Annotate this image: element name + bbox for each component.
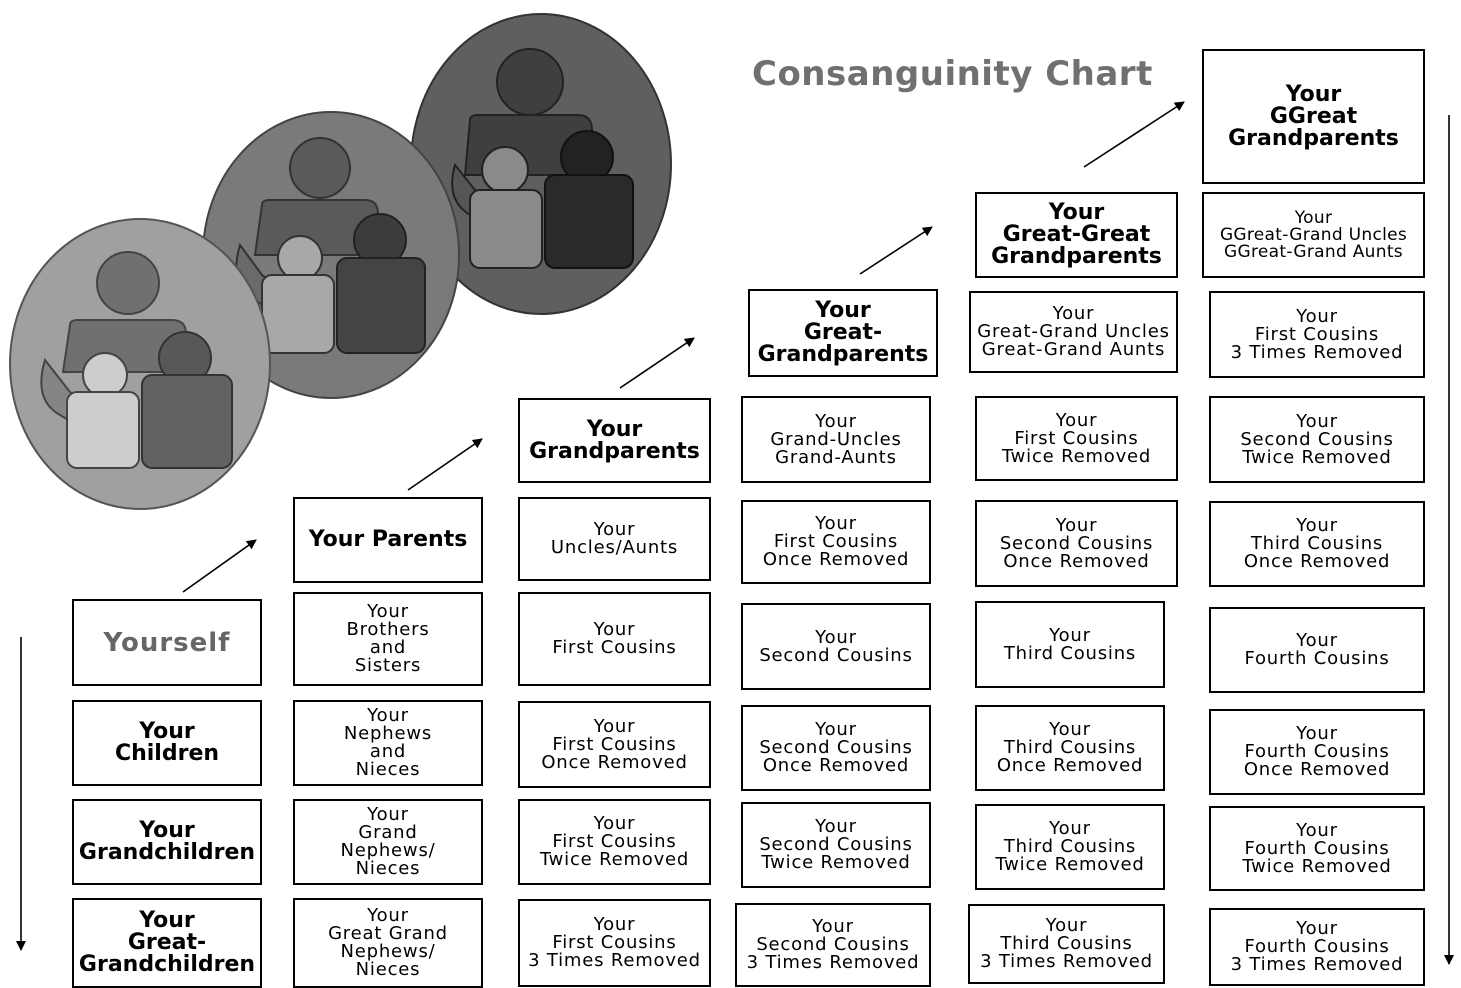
box-great-grand-nephews-nieces: Your Great Grand Nephews/ Nieces: [293, 898, 483, 988]
box-label: Your Children: [114, 719, 220, 766]
box-your-grandchildren: Your Grandchildren: [72, 799, 262, 885]
box-label: Your GGreat Grandparents: [1228, 81, 1399, 151]
box-first-cousins-3-times-removed: Your First Cousins 3 Times Removed: [518, 899, 711, 987]
box-brothers-sisters: Your Brothers and Sisters: [293, 592, 483, 686]
box-second-cousins-twice-removed-2: Your Second Cousins Twice Removed: [1209, 396, 1425, 483]
box-label: Your First Cousins Once Removed: [541, 715, 688, 773]
box-label: Your Grandchildren: [78, 818, 256, 865]
box-label: Yourself: [103, 627, 231, 658]
box-grand-uncles-aunts: Your Grand-Uncles Grand-Aunts: [741, 396, 931, 483]
box-ggreat-grand-uncles-aunts: Your GGreat-Grand Uncles GGreat-Grand Au…: [1202, 192, 1425, 278]
box-third-cousins-once-removed-2: Your Third Cousins Once Removed: [1209, 501, 1425, 587]
box-label: Your GGreat-Grand Uncles GGreat-Grand Au…: [1219, 207, 1408, 262]
arrow-to-great-grandparents: [619, 337, 695, 389]
box-fourth-cousins-3-times-removed: Your Fourth Cousins 3 Times Removed: [1209, 908, 1425, 986]
box-fourth-cousins-twice-removed: Your Fourth Cousins Twice Removed: [1209, 806, 1425, 891]
box-label: Your Third Cousins 3 Times Removed: [980, 915, 1153, 972]
box-label: Your First Cousins 3 Times Removed: [528, 914, 701, 971]
box-label: Your Fourth Cousins Once Removed: [1243, 723, 1391, 780]
box-your-great-grandparents: Your Great- Grandparents: [748, 289, 938, 377]
box-second-cousins-once-removed: Your Second Cousins Once Removed: [741, 705, 931, 791]
box-second-cousins-3-times-removed: Your Second Cousins 3 Times Removed: [735, 903, 931, 987]
family-icon-generation-3: [410, 13, 672, 315]
box-fourth-cousins: Your Fourth Cousins: [1209, 607, 1425, 693]
box-label: Your Second Cousins Once Removed: [999, 514, 1154, 572]
box-first-cousins-3-times-removed-2: Your First Cousins 3 Times Removed: [1209, 291, 1425, 378]
box-label: Your Nephews and Nieces: [343, 705, 433, 780]
box-label: Your First Cousins 3 Times Removed: [1230, 305, 1404, 363]
box-your-children: Your Children: [72, 700, 262, 786]
box-third-cousins-3-times-removed: Your Third Cousins 3 Times Removed: [968, 904, 1165, 984]
box-first-cousins-twice-removed: Your First Cousins Twice Removed: [518, 799, 711, 885]
box-label: Your Third Cousins: [1003, 624, 1137, 664]
box-uncles-aunts: Your Uncles/Aunts: [518, 497, 711, 581]
box-label: Your Fourth Cousins: [1244, 630, 1390, 669]
box-label: Your First Cousins Twice Removed: [539, 813, 690, 870]
box-label: Your Second Cousins 3 Times Removed: [746, 916, 920, 973]
arrow-to-ggreat-grandparents: [1083, 101, 1185, 168]
box-yourself: Yourself: [72, 599, 262, 686]
box-nephews-nieces: Your Nephews and Nieces: [293, 700, 483, 786]
box-label: Your Grandparents: [529, 416, 700, 464]
box-first-cousins-once-removed: Your First Cousins Once Removed: [518, 701, 711, 788]
box-great-grand-uncles-aunts: Your Great-Grand Uncles Great-Grand Aunt…: [969, 291, 1178, 373]
box-second-cousins: Your Second Cousins: [741, 603, 931, 690]
box-your-grandparents: Your Grandparents: [518, 398, 711, 483]
box-label: Your First Cousins: [552, 619, 677, 658]
arrow-to-great-great-grandparents: [859, 226, 933, 275]
box-label: Your Great Grand Nephews/ Nieces: [328, 905, 448, 980]
box-label: Your Parents: [308, 527, 468, 552]
box-grand-nephews-nieces: Your Grand Nephews/ Nieces: [293, 799, 483, 885]
box-label: Your Great- Grandparents: [757, 298, 929, 367]
box-third-cousins-twice-removed: Your Third Cousins Twice Removed: [975, 804, 1165, 890]
box-first-cousins-once-removed-2: Your First Cousins Once Removed: [741, 500, 931, 584]
box-label: Your Great- Grandchildren: [78, 908, 256, 977]
family-icon-generation-1: [9, 218, 271, 510]
box-label: Your Brothers and Sisters: [346, 601, 430, 676]
box-label: Your Second Cousins Twice Removed: [759, 816, 913, 873]
box-label: Your Second Cousins Once Removed: [759, 719, 913, 776]
family-icon-generation-2: [202, 111, 460, 399]
box-label: Your Third Cousins Once Removed: [996, 719, 1144, 776]
box-second-cousins-once-removed-2: Your Second Cousins Once Removed: [975, 500, 1178, 587]
box-label: Your Second Cousins: [759, 626, 913, 666]
page-title: Consanguinity Chart: [752, 54, 1153, 94]
arrow-to-grandparents: [407, 438, 483, 491]
box-your-great-grandchildren: Your Great- Grandchildren: [72, 898, 262, 988]
box-third-cousins-once-removed: Your Third Cousins Once Removed: [975, 705, 1165, 791]
box-second-cousins-twice-removed: Your Second Cousins Twice Removed: [741, 802, 931, 888]
box-your-parents: Your Parents: [293, 497, 483, 583]
box-label: Your Second Cousins Twice Removed: [1240, 410, 1394, 468]
box-label: Your First Cousins Twice Removed: [1001, 409, 1152, 467]
box-first-cousins-twice-removed-2: Your First Cousins Twice Removed: [975, 396, 1178, 481]
arrow-to-parents: [182, 539, 257, 593]
box-label: Your Great-Great Grandparents: [991, 200, 1162, 269]
box-label: Your Fourth Cousins 3 Times Removed: [1230, 918, 1404, 975]
box-label: Your Great-Grand Uncles Great-Grand Aunt…: [977, 303, 1170, 360]
box-your-ggreat-grandparents: Your GGreat Grandparents: [1202, 49, 1425, 184]
box-label: Your Grand Nephews/ Nieces: [340, 804, 436, 879]
box-fourth-cousins-once-removed: Your Fourth Cousins Once Removed: [1209, 709, 1425, 795]
box-label: Your First Cousins Once Removed: [762, 513, 910, 570]
box-your-great-great-grandparents: Your Great-Great Grandparents: [975, 192, 1178, 278]
box-label: Your Third Cousins Twice Removed: [995, 818, 1145, 875]
box-label: Your Fourth Cousins Twice Removed: [1242, 819, 1392, 877]
box-first-cousins: Your First Cousins: [518, 592, 711, 686]
box-label: Your Uncles/Aunts: [550, 519, 679, 558]
box-third-cousins: Your Third Cousins: [975, 601, 1165, 688]
box-label: Your Third Cousins Once Removed: [1243, 515, 1391, 572]
box-label: Your Grand-Uncles Grand-Aunts: [770, 410, 902, 468]
